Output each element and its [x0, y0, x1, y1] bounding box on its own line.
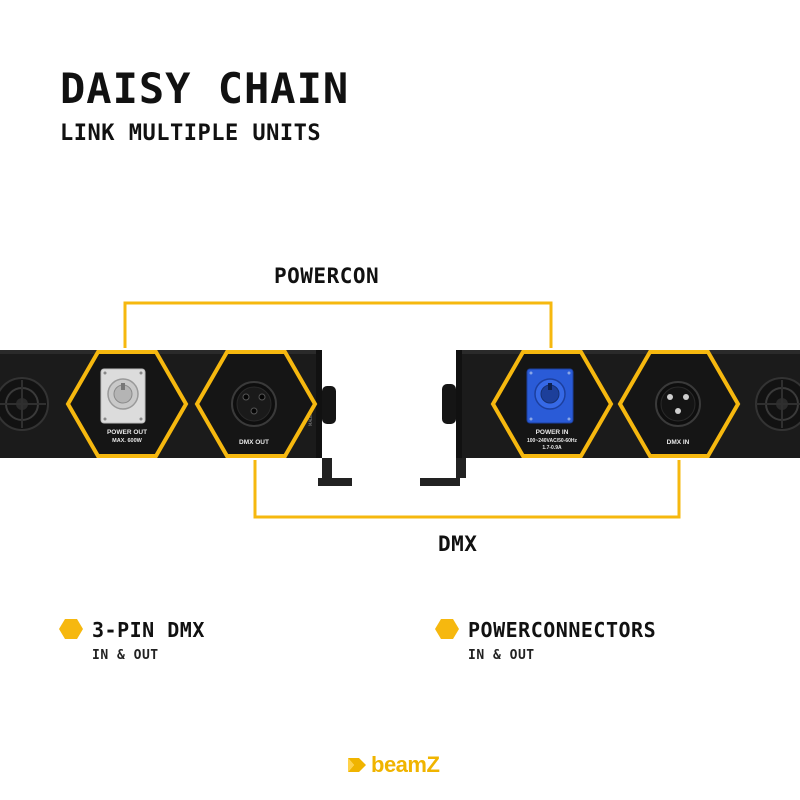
xlr-female-connector-icon: [231, 381, 277, 427]
feature-power-subtitle: IN & OUT: [468, 648, 535, 663]
power-in-spec-voltage: 100~240VAC/50-60Hz: [527, 438, 578, 444]
left-light-bar: MADE IN PRC POWER OUT MAX. 600W DMX OUT: [0, 350, 352, 486]
power-in-spec-current: 1.7-0.9A: [542, 445, 562, 451]
hexagon-bullet-icon: [59, 619, 83, 639]
right-light-bar: POWER IN 100~240VAC/50-60Hz 1.7-0.9A DMX…: [420, 350, 800, 486]
dmx-in-label: DMX IN: [667, 439, 690, 446]
bracket-knob-icon: [442, 384, 456, 424]
bracket-knob-icon: [322, 386, 336, 424]
page-subtitle: LINK MULTIPLE UNITS: [60, 121, 322, 146]
feature-power-title: POWERCONNECTORS: [468, 618, 657, 642]
hexagon-bullet-icon: [435, 619, 459, 639]
feature-dmx-subtitle: IN & OUT: [92, 648, 159, 663]
powercon-link-label: POWERCON: [274, 264, 380, 288]
power-out-label: POWER OUT: [107, 429, 147, 436]
power-out-spec: MAX. 600W: [112, 438, 142, 444]
mounting-foot: [420, 458, 466, 486]
mounting-foot: [318, 458, 352, 486]
beamz-logo-icon: [348, 758, 366, 772]
dmx-link-line: [253, 460, 681, 519]
cooling-fan-icon: [755, 377, 800, 431]
brand-name: beamZ: [371, 752, 440, 777]
power-in-label: POWER IN: [536, 429, 569, 436]
xlr-male-connector-icon: [655, 381, 701, 427]
feature-dmx-title: 3-PIN DMX: [92, 618, 205, 642]
dmx-out-label: DMX OUT: [239, 439, 269, 446]
powercon-link-line: [123, 301, 553, 348]
cooling-fan-icon: [0, 377, 49, 431]
dmx-link-label: DMX: [438, 532, 478, 556]
page-title: DAISY CHAIN: [60, 64, 350, 113]
brand-logo: beamZ: [346, 752, 440, 778]
